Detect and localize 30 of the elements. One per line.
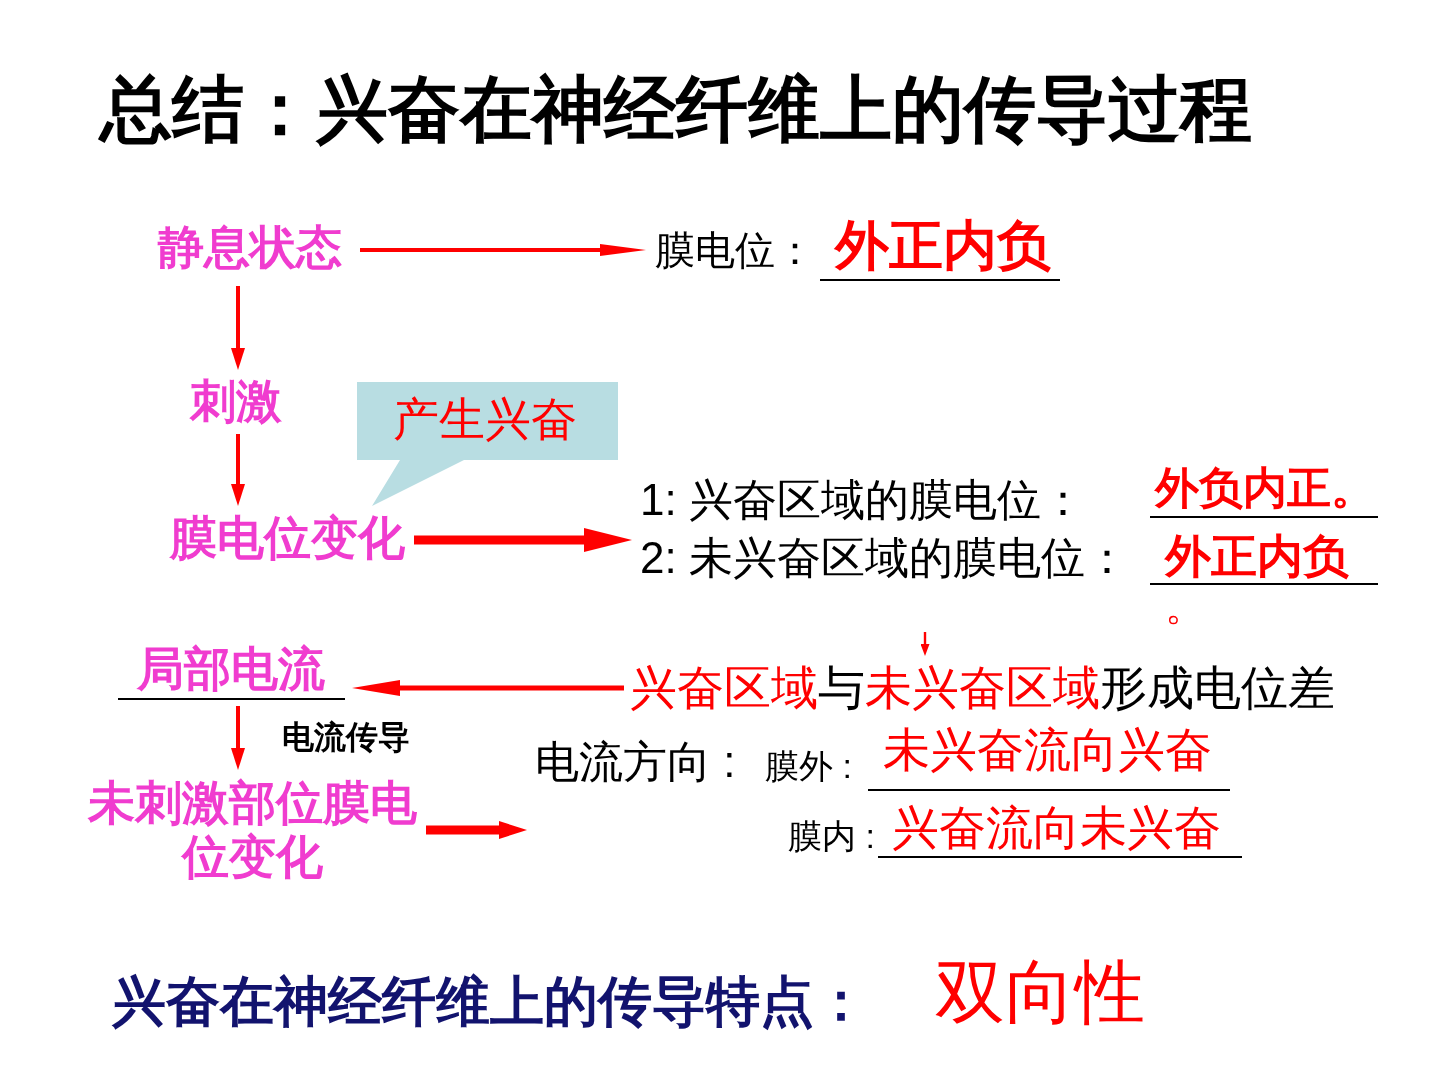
answer-text: 外正内负 (835, 216, 1051, 276)
arrow (920, 632, 930, 656)
prompt-text: 1: 兴奋区域的膜电位： (640, 476, 1085, 525)
arrow (231, 434, 245, 506)
answer-text: 外负内正。 (1155, 464, 1375, 513)
stage-label: 局部电流 (137, 643, 325, 695)
result-text: 兴奋区域与未兴奋区域形成电位差 (630, 662, 1335, 714)
arrow (352, 680, 624, 696)
stage-label: 静息状态 (158, 222, 342, 273)
answer-text: 未兴奋流向兴奋 (883, 724, 1212, 776)
summary-text: 兴奋在神经纤维上的传导特点： (112, 972, 868, 1032)
arrow (231, 286, 245, 370)
stage-label: 刺激 (190, 376, 282, 427)
answer-text: 兴奋流向未兴奋 (892, 802, 1221, 854)
title: 总结：兴奋在神经纤维上的传导过程 (100, 70, 1252, 150)
answer-text: 双向性 (935, 954, 1145, 1031)
period-mark: 。 (1165, 586, 1205, 626)
stage-label: 未刺激部位膜电位变化 (86, 776, 418, 885)
prompt-text: 膜电位： (655, 228, 815, 272)
prompt-text: 电流方向 : (535, 738, 736, 787)
answer-text: 外正内负 (1165, 531, 1349, 582)
prompt-text: 膜内 : (788, 818, 875, 856)
arrow (231, 706, 245, 770)
arrow (414, 528, 632, 552)
prompt-text: 膜外 : (765, 748, 852, 786)
edge-label: 电流传导 (282, 720, 410, 756)
stage-label: 膜电位变化 (170, 512, 405, 564)
callout-text: 产生兴奋 (393, 394, 577, 445)
arrow (426, 821, 527, 839)
prompt-text: 2: 未兴奋区域的膜电位： (640, 534, 1129, 583)
